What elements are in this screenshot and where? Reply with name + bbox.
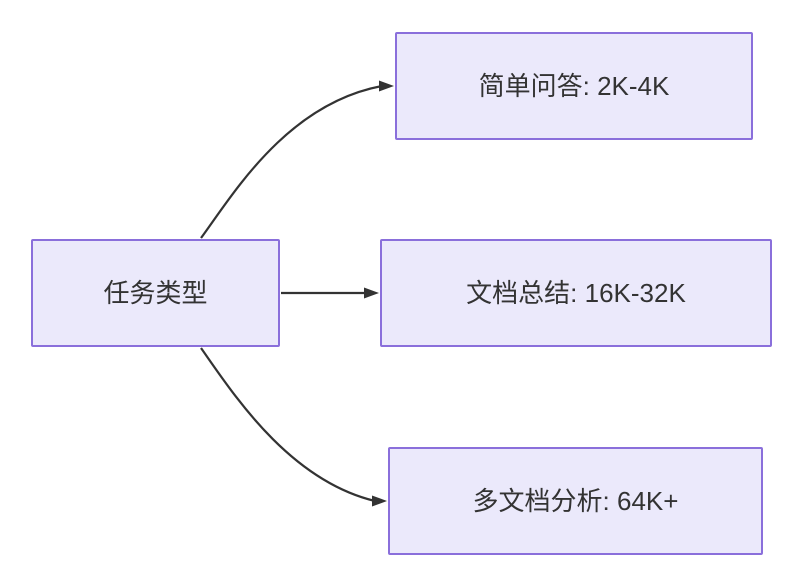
arrowhead-icon [364,287,379,299]
node-multi-document-analysis[interactable]: 多文档分析: 64K+ [388,447,763,555]
node-label: 文档总结: 16K-32K [466,278,686,308]
edge-task-type-to-document-summary [281,287,379,299]
node-document-summary[interactable]: 文档总结: 16K-32K [380,239,772,347]
node-label: 任务类型 [103,278,208,308]
node-simple-qa[interactable]: 简单问答: 2K-4K [395,32,753,140]
node-task-type[interactable]: 任务类型 [31,239,280,347]
node-label: 简单问答: 2K-4K [478,71,670,101]
arrowhead-icon [372,495,387,507]
arrowhead-icon [379,80,394,92]
edge-task-type-to-multi-document-analysis [200,347,387,507]
node-label: 多文档分析: 64K+ [472,486,679,516]
edge-task-type-to-simple-qa [200,80,394,239]
